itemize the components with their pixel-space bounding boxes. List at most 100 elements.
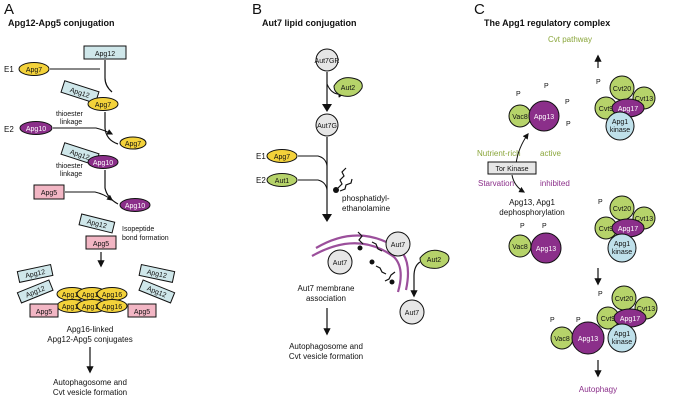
b-e1-line: [298, 155, 328, 167]
arrow-b2-head: [322, 214, 332, 222]
nutrient-rich-label: Nutrient-rich: [477, 149, 521, 158]
svg-text:Apg1: Apg1: [612, 119, 628, 126]
apg16-linked-label-2: Apg12-Apg5 conjugates: [47, 335, 132, 344]
inhibited-arrow: [511, 174, 526, 193]
svg-text:Apg7: Apg7: [95, 102, 111, 109]
aut2-blob-2: Aut2: [419, 249, 450, 269]
pe-lipid-icon: [333, 167, 353, 193]
dephos-label-2: dephosphorylation: [499, 208, 564, 217]
aut7-circle-membrane: Aut7: [327, 249, 353, 275]
apg1-complex-assembled: P P P Cvt20 Cvt13 Cvt9 Apg17 Apg1 kinase…: [550, 285, 658, 355]
svg-text:kinase: kinase: [610, 127, 630, 134]
panel-b-title: Aut7 lipid conjugation: [262, 18, 357, 28]
arrow-a1: [104, 60, 113, 93]
panel-b-result-1: Autophagosome and: [289, 342, 363, 351]
pe-label-2: ethanolamine: [342, 204, 391, 213]
thioester-label-2b: linkage: [60, 171, 82, 178]
apg10-ellipse-1: Apg10: [19, 121, 53, 135]
b-e2-label: E2: [256, 176, 266, 185]
b-apg7-ellipse: Apg7: [266, 149, 298, 163]
svg-text:Cvt20: Cvt20: [613, 86, 631, 93]
svg-text:P: P: [516, 91, 521, 98]
arrow-b1-head: [322, 104, 332, 112]
thioester-label-1a: thioester: [56, 111, 84, 118]
panel-a-result-2: Cvt vesicle formation: [53, 388, 127, 397]
b-aut1-ellipse: Aut1: [266, 173, 298, 187]
e2-line: [53, 127, 114, 135]
svg-text:Cvt20: Cvt20: [613, 206, 631, 213]
panel-b-letter: B: [252, 1, 262, 18]
svg-text:Apg7: Apg7: [274, 154, 290, 161]
b-e2-line: [298, 179, 328, 191]
svg-text:Vac8: Vac8: [512, 114, 528, 121]
aut2-blob-1: Aut2: [333, 77, 363, 97]
svg-text:Cvt9: Cvt9: [599, 226, 614, 233]
svg-text:Apg5: Apg5: [41, 190, 57, 197]
panel-c: C The Apg1 regulatory complex Cvt pathwa…: [474, 1, 658, 394]
thioester-label-2a: thioester: [56, 163, 84, 170]
svg-text:Cvt13: Cvt13: [637, 306, 655, 313]
apg10-ellipse-released: Apg10: [119, 198, 151, 212]
svg-text:Apg12: Apg12: [146, 269, 167, 280]
svg-text:Aut1: Aut1: [275, 178, 290, 185]
svg-text:Apg16: Apg16: [102, 292, 122, 299]
apg12-apg10-complex: Apg12 Apg10: [60, 142, 119, 169]
aut7gr-circle: Aut7GR: [315, 48, 339, 72]
svg-text:Aut2: Aut2: [341, 85, 356, 92]
svg-text:Apg12: Apg12: [95, 51, 115, 58]
panel-a-result-1: Autophagosome and: [53, 378, 127, 387]
panel-a-title: Apg12-Apg5 conjugation: [8, 18, 115, 28]
inhibited-label: inhibited: [540, 179, 570, 188]
svg-text:Apg12: Apg12: [25, 269, 46, 280]
svg-text:Apg5: Apg5: [93, 241, 109, 248]
svg-text:Apg16: Apg16: [82, 304, 102, 311]
apg16-multimer: Apg12 Apg12 Apg12 Apg12 Apg16 Apg16 Apg1…: [16, 263, 176, 318]
starvation-label: Starvation: [478, 179, 514, 188]
svg-text:P: P: [596, 79, 601, 86]
apg12-apg5-conjugate: Apg12 Apg5: [78, 213, 117, 250]
panel-a: A Apg12-Apg5 conjugation Apg12 E1 Apg7 A…: [4, 1, 176, 397]
apg7-ellipse-released: Apg7: [119, 136, 147, 150]
apg5-line: [65, 191, 113, 201]
vac8-apg13-dephos: P P Vac8 Apg13: [508, 223, 562, 264]
svg-text:Apg10: Apg10: [26, 126, 46, 133]
e1-label: E1: [4, 65, 14, 74]
apg5-box-1: Apg5: [33, 184, 65, 200]
thioester-label-1b: linkage: [60, 119, 82, 126]
svg-text:Cvt13: Cvt13: [635, 96, 653, 103]
svg-text:Vac8: Vac8: [512, 244, 528, 251]
panel-a-letter: A: [4, 1, 14, 18]
svg-text:P: P: [550, 317, 555, 324]
svg-text:P: P: [566, 121, 571, 128]
svg-text:Apg16: Apg16: [102, 304, 122, 311]
svg-text:Cvt9: Cvt9: [599, 106, 614, 113]
svg-text:Aut7: Aut7: [391, 242, 406, 249]
svg-text:kinase: kinase: [612, 249, 632, 256]
active-arrow: [515, 133, 529, 165]
aut2-release-arrow: [410, 261, 421, 298]
svg-text:Aut7: Aut7: [333, 260, 348, 267]
svg-text:P: P: [565, 99, 570, 106]
svg-text:Tor Kinase: Tor Kinase: [495, 166, 528, 173]
svg-text:Apg16: Apg16: [82, 292, 102, 299]
b-e1-label: E1: [256, 152, 266, 161]
isopeptide-label-1: Isopeptide: [122, 226, 154, 233]
autophagy-label: Autophagy: [579, 385, 617, 394]
apg7-ellipse-1: Apg7: [18, 62, 50, 76]
apg12-box: Apg12: [83, 45, 127, 60]
svg-text:Aut7G: Aut7G: [317, 123, 337, 130]
svg-text:Apg7: Apg7: [26, 67, 42, 74]
cvt-complex-top: P Cvt20 Cvt13 Cvt9 Apg17 Apg1 kinase: [594, 75, 656, 141]
apg16-linked-label-1: Apg16-linked: [67, 325, 114, 334]
panel-b-result-2: Cvt vesicle formation: [289, 352, 363, 361]
svg-text:Apg10: Apg10: [125, 203, 145, 210]
svg-text:Aut7: Aut7: [405, 310, 420, 317]
svg-text:P: P: [544, 83, 549, 90]
apg12-apg7-complex: Apg12 Apg7: [60, 80, 119, 111]
arrow-a2: [104, 112, 119, 145]
svg-text:P: P: [542, 223, 547, 230]
svg-text:P: P: [576, 317, 581, 324]
aut7-circle-upper: Aut7: [385, 231, 411, 257]
svg-text:P: P: [598, 291, 603, 298]
pe-label-1: phosphatidyl-: [342, 194, 390, 203]
